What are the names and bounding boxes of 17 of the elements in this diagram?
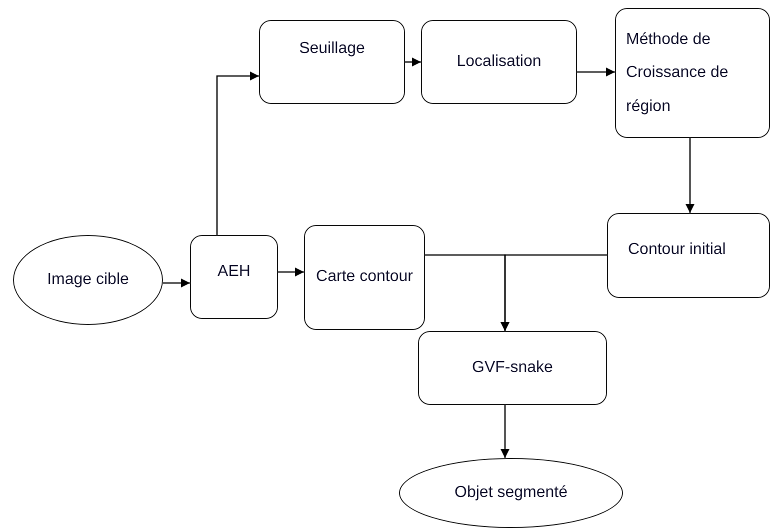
process-box: AEH: [190, 235, 278, 319]
arrow: [500, 405, 510, 458]
process-box: Seuillage: [259, 20, 405, 104]
terminal-ellipse: Objet segmenté: [399, 458, 623, 528]
process-box: Contour initial: [607, 213, 770, 298]
arrow: [278, 268, 304, 276]
process-box: GVF-snake: [418, 331, 607, 405]
arrow: [216, 72, 259, 235]
arrow: [405, 58, 421, 66]
process-box: Localisation: [421, 20, 577, 104]
process-box: Carte contour: [304, 225, 425, 330]
process-box: Méthode de Croissance de région: [615, 8, 770, 138]
arrow: [577, 68, 615, 76]
terminal-ellipse: Image cible: [13, 235, 163, 325]
arrow: [686, 138, 694, 213]
arrow: [500, 254, 607, 331]
arrow: [162, 278, 190, 288]
